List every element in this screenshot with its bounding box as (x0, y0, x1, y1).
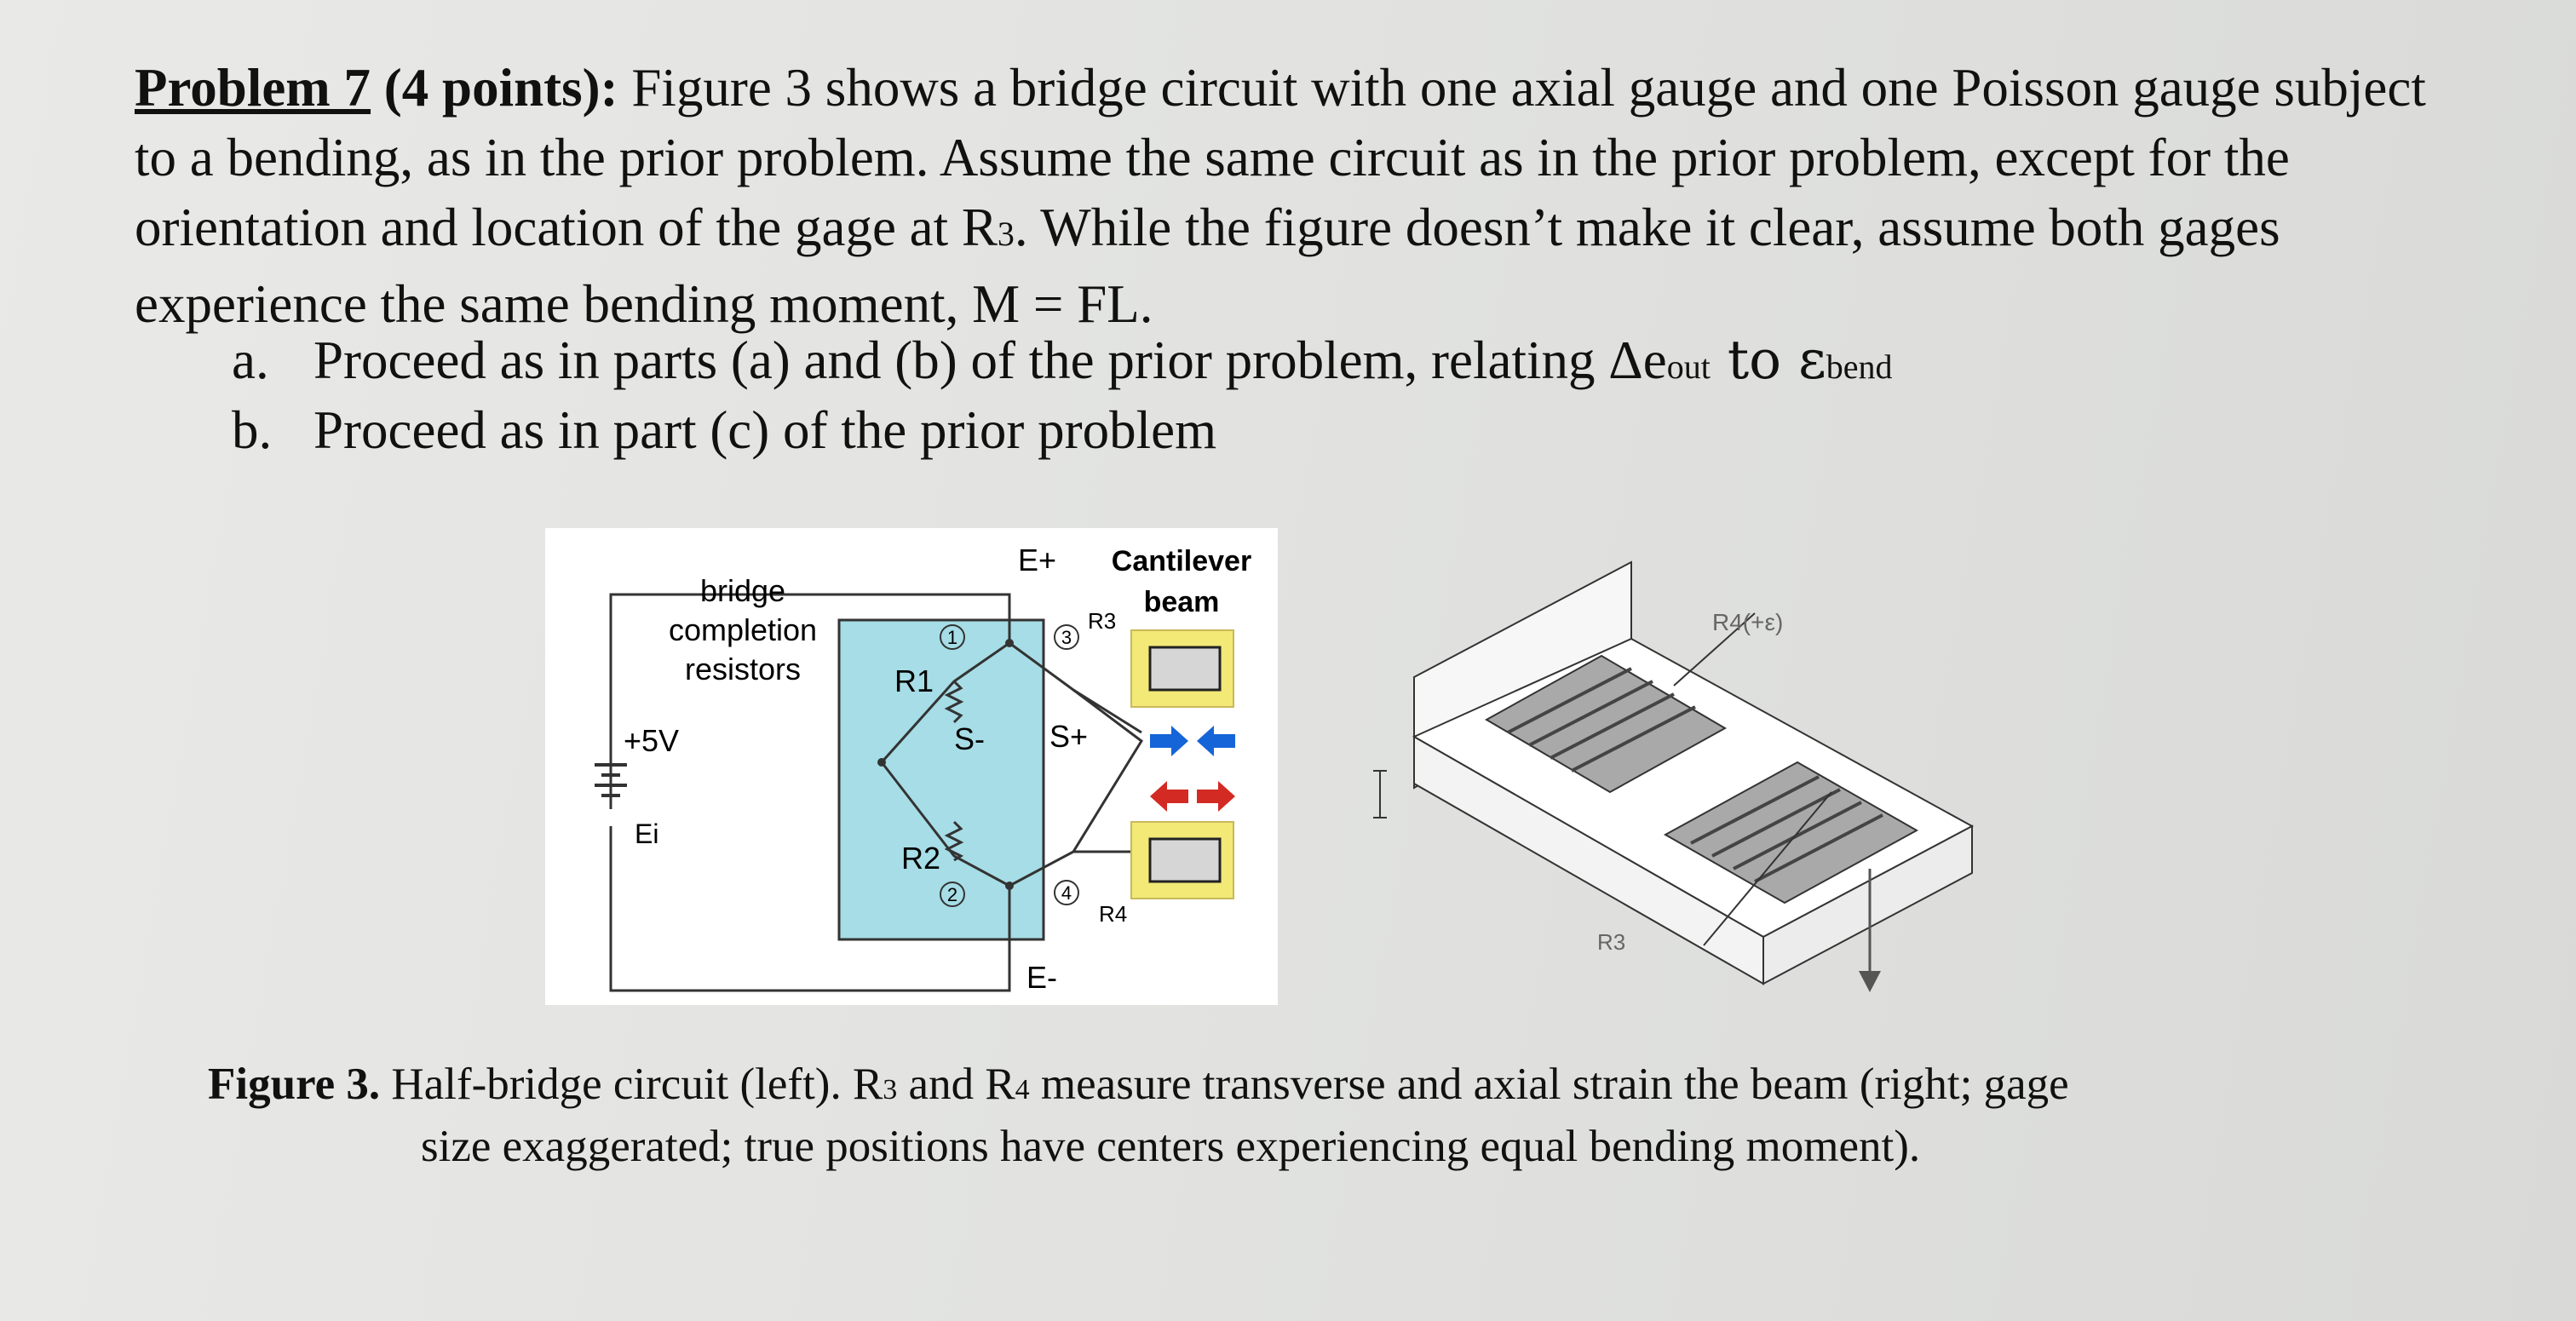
blue-arrow-right-icon (1150, 726, 1188, 756)
caption-line-2: size exaggerated; true positions have ce… (421, 1122, 1921, 1171)
caption-text-2: and R (897, 1060, 1015, 1109)
problem-text-1: Figure 3 shows a bridge circuit with one… (135, 58, 2426, 257)
e-minus-label: E- (1026, 960, 1057, 995)
r3-leader-line (1703, 791, 1832, 946)
beam-r4-label: R4(+ε) (1712, 609, 1783, 635)
gauge-r4-grid (1148, 837, 1222, 883)
node-2-marker (940, 882, 965, 907)
node-2-label: 2 (947, 884, 957, 905)
supply-wire-bottom (609, 826, 1011, 992)
resistor-r2-icon (944, 820, 964, 862)
problem-statement: Problem 7 (4 points): Figure 3 shows a b… (135, 53, 2435, 339)
sense-node-wire (1072, 688, 1143, 853)
bridge-label-line-1: bridge (700, 573, 785, 608)
node-s-minus (877, 758, 886, 767)
beam-r3-label: R3 (1597, 929, 1625, 955)
r1-label: R1 (894, 663, 934, 698)
supply-wire-top (609, 593, 1011, 803)
battery-icon (595, 763, 627, 809)
r4-leader-line (1673, 612, 1756, 686)
node-4-marker (1054, 880, 1079, 905)
r3-label: R3 (1088, 608, 1116, 634)
bridge-label-line-3: resistors (685, 652, 801, 686)
cantilever-beam-diagram: R4(+ε) R3 (1373, 560, 1975, 992)
r4-label: R4 (1099, 901, 1127, 927)
caption-label: Figure 3. (208, 1060, 381, 1109)
beam-label-line-1: Cantilever (1112, 545, 1251, 577)
supply-voltage-label: +5V (624, 723, 679, 758)
list-item-a-text: Proceed as in parts (a) and (b) of the p… (313, 330, 1667, 390)
problem-text-2: . While the figure doesn’t make it clear… (135, 198, 2280, 334)
beam-thickness-icon (1373, 770, 1387, 818)
beam-label-line-2: beam (1144, 586, 1220, 618)
problem-points: (4 points): (383, 58, 618, 118)
red-arrow-left-icon (1150, 781, 1188, 812)
caption-text-3: measure transverse and axial strain the … (1029, 1060, 2069, 1109)
node-3-marker (1054, 624, 1079, 650)
blue-arrow-left-icon (1197, 726, 1235, 756)
s-minus-label: S- (954, 721, 985, 756)
list-item-a-subscript-out: out (1666, 347, 1711, 386)
list-item-a-subscript-bend: bend (1826, 347, 1893, 386)
gauge-r3-transverse (1484, 654, 1728, 794)
red-arrow-right-icon (1197, 781, 1235, 812)
list-item-a-text-mid: to ε (1710, 329, 1826, 391)
problem-r3-subscript: 3 (997, 215, 1015, 253)
caption-subscript-3: 3 (883, 1074, 898, 1106)
node-e-plus (1005, 639, 1014, 647)
caption-subscript-4: 4 (1015, 1074, 1030, 1106)
list-item-b-label: b. (232, 400, 273, 460)
node-4-label: 4 (1061, 882, 1072, 904)
s-plus-label: S+ (1049, 719, 1088, 754)
caption-text-1: Half-bridge circuit (left). R (380, 1060, 883, 1109)
e-plus-label: E+ (1018, 543, 1056, 577)
r2-label: R2 (901, 841, 940, 876)
half-bridge-circuit-diagram: 1 2 3 4 bridge completion resistors +5V … (545, 528, 1278, 1005)
beam-side-face (1413, 735, 1764, 985)
node-e-minus (1005, 882, 1014, 890)
problem-label: Problem 7 (135, 58, 371, 118)
node-1-marker (940, 624, 965, 650)
figure-caption: Figure 3. Half-bridge circuit (left). R3… (208, 1056, 2440, 1175)
list-item-a: a. Proceed as in parts (a) and (b) of the… (232, 325, 1893, 402)
list-item-b: b. Proceed as in part (c) of the prior pr… (232, 395, 1216, 465)
bridge-label-line-2: completion (669, 612, 817, 647)
list-item-a-label: a. (232, 330, 269, 390)
gauge-r3-grid (1148, 646, 1222, 692)
resistor-r1-icon (944, 680, 964, 724)
gauge-r4-axial (1663, 761, 1919, 905)
load-arrow-icon (1859, 869, 1881, 992)
list-item-b-text: Proceed as in part (c) of the prior prob… (313, 400, 1217, 460)
node-3-label: 3 (1061, 627, 1072, 648)
node-1-label: 1 (947, 627, 957, 648)
ei-label: Ei (635, 818, 658, 849)
